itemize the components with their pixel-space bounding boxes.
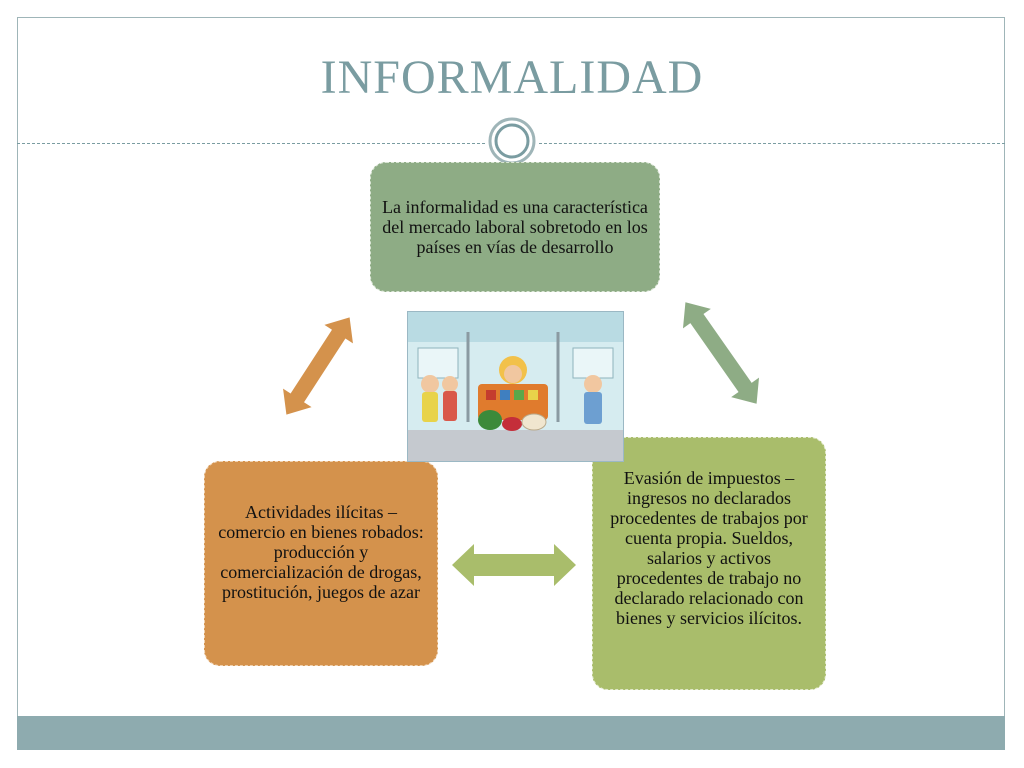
node-tax-evasion-text: Evasión de impuestos – ingresos no decla… xyxy=(610,468,808,628)
node-definition-text: La informalidad es una característica de… xyxy=(382,197,648,257)
node-illicit-activities: Actividades ilícitas – comercio en biene… xyxy=(204,461,438,666)
node-tax-evasion: Evasión de impuestos – ingresos no decla… xyxy=(592,437,826,690)
arrow-top-right xyxy=(682,302,760,404)
footer-bar xyxy=(17,716,1005,750)
node-definition: La informalidad es una característica de… xyxy=(370,162,660,292)
node-illicit-activities-text: Actividades ilícitas – comercio en biene… xyxy=(218,502,424,602)
title-divider-right xyxy=(539,143,1005,144)
title-divider-left xyxy=(17,143,485,144)
slide-title: INFORMALIDAD xyxy=(320,51,704,104)
divider-ring-ornament xyxy=(488,117,536,165)
arrow-left-right xyxy=(452,544,576,586)
street-vendor-bus-illustration xyxy=(407,311,624,462)
arrow-left-top xyxy=(283,317,353,415)
